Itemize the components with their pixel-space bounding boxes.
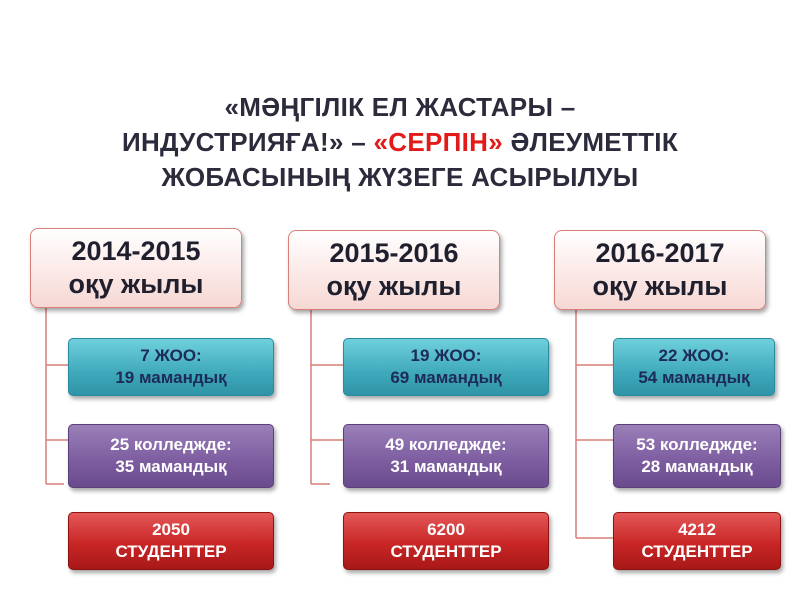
title-line-3: ЖОБАСЫНЫҢ ЖҮЗЕГЕ АСЫРЫЛУЫ	[161, 162, 639, 192]
students-label: СТУДЕНТТЕР	[390, 542, 502, 561]
year-label: 2016-2017	[595, 238, 725, 268]
colleges-count: 53 колледжде:	[636, 435, 758, 454]
colleges-count: 25 колледжде:	[110, 435, 232, 454]
colleges-specialties: 35 мамандық	[115, 457, 227, 476]
universities-count: 19 ЖОО:	[410, 346, 482, 365]
universities-box-col1: 7 ЖОО: 19 мамандық	[68, 338, 274, 396]
colleges-specialties: 28 мамандық	[641, 457, 753, 476]
colleges-specialties: 31 мамандық	[390, 457, 502, 476]
universities-box-col2: 19 ЖОО: 69 мамандық	[343, 338, 549, 396]
title-line-2-part-1: ИНДУСТРИЯҒА!» –	[121, 127, 374, 157]
colleges-count: 49 колледжде:	[385, 435, 507, 454]
students-count: 2050	[152, 520, 190, 539]
year-box-2016-2017: 2016-2017 оқу жылы	[554, 230, 766, 310]
slide-title: «МӘҢГІЛІК ЕЛ ЖАСТАРЫ – ИНДУСТРИЯҒА!» – «…	[0, 90, 800, 195]
students-box-col1: 2050 СТУДЕНТТЕР	[68, 512, 274, 570]
year-subtitle: оқу жылы	[68, 269, 204, 299]
title-line-2: ИНДУСТРИЯҒА!» – «СЕРПІН» ӘЛЕУМЕТТІК	[0, 125, 800, 160]
universities-count: 7 ЖОО:	[140, 346, 202, 365]
universities-specialties: 19 мамандық	[115, 368, 227, 387]
colleges-box-col2: 49 колледжде: 31 мамандық	[343, 424, 549, 488]
universities-count: 22 ЖОО:	[658, 346, 730, 365]
year-box-2014-2015: 2014-2015 оқу жылы	[30, 228, 242, 308]
colleges-box-col1: 25 колледжде: 35 мамандық	[68, 424, 274, 488]
year-label: 2014-2015	[71, 236, 201, 266]
students-label: СТУДЕНТТЕР	[641, 542, 753, 561]
universities-specialties: 69 мамандық	[390, 368, 502, 387]
title-accent-serpin: «СЕРПІН»	[373, 127, 503, 157]
students-box-col3: 4212 СТУДЕНТТЕР	[613, 512, 781, 570]
title-line-1: «МӘҢГІЛІК ЕЛ ЖАСТАРЫ –	[224, 92, 576, 122]
students-box-col2: 6200 СТУДЕНТТЕР	[343, 512, 549, 570]
year-subtitle: оқу жылы	[326, 271, 462, 301]
year-label: 2015-2016	[329, 238, 459, 268]
students-count: 4212	[678, 520, 716, 539]
universities-box-col3: 22 ЖОО: 54 мамандық	[613, 338, 775, 396]
title-line-2-part-2: ӘЛЕУМЕТТІК	[502, 127, 679, 157]
year-box-2015-2016: 2015-2016 оқу жылы	[288, 230, 500, 310]
universities-specialties: 54 мамандық	[638, 368, 750, 387]
students-label: СТУДЕНТТЕР	[115, 542, 227, 561]
students-count: 6200	[427, 520, 465, 539]
colleges-box-col3: 53 колледжде: 28 мамандық	[613, 424, 781, 488]
year-subtitle: оқу жылы	[592, 271, 728, 301]
